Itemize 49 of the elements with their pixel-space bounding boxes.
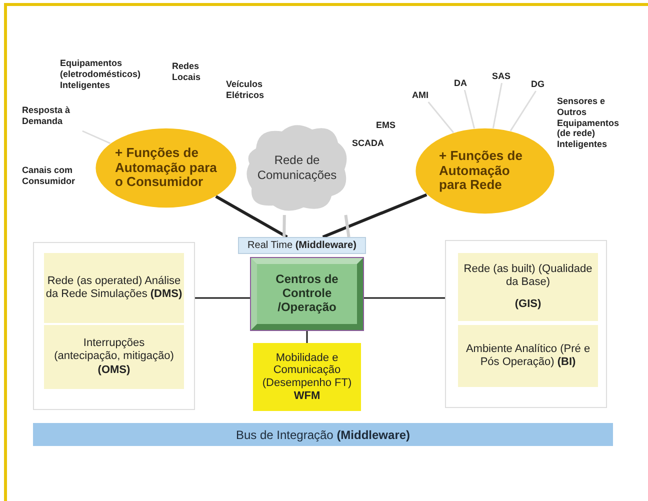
node-text: WFM (294, 390, 320, 402)
node-text: Centros de Controle /Operação (274, 273, 340, 315)
feature-label: DA (454, 77, 468, 90)
connector-line (510, 90, 536, 132)
connector-line (306, 330, 308, 343)
connector-line (322, 193, 428, 238)
system-panel (33, 242, 195, 410)
connector-line (428, 102, 454, 134)
node-text: + Funções de Automação para o Consumidor (114, 146, 218, 190)
node-text: Interrupções (antecipação, mitigação) (OMS) (53, 337, 175, 377)
integration-bus-bar (33, 423, 613, 446)
node-text: Rede de Comunicações (256, 153, 338, 182)
system-box (44, 325, 184, 389)
feature-label: Canais com Consumidor (22, 165, 76, 187)
feature-label: DG (531, 78, 546, 91)
connector-line (82, 130, 110, 144)
node-text: Rede (as operated) Análise da Rede Simulações (DMS) (44, 274, 184, 302)
feature-label: SCADA (352, 138, 386, 149)
consumer-automation-ellipse (95, 128, 237, 208)
middleware-bar (238, 237, 366, 254)
system-panel (445, 240, 607, 408)
node-text: Rede (as built) (Qualidade da Base) (462, 263, 594, 290)
feature-label: Veículos Elétricos (226, 79, 266, 101)
connector-line (464, 90, 476, 129)
feature-label: Sensores e Outros Equipamentos (de rede) Inteligentes (557, 96, 620, 150)
system-box (458, 253, 598, 321)
node-text: (GIS) (514, 298, 542, 311)
feature-label: Equipamentos (eletrodomésticos) Inteligentes (60, 58, 142, 90)
system-box (44, 253, 184, 323)
node-text: Bus de Integração (Middleware) (236, 426, 410, 444)
connector-line (282, 214, 286, 238)
system-box (458, 325, 598, 387)
node-text: Ambiente Analítico (Pré e Pós Operação) (BI) (464, 342, 592, 370)
feature-label: EMS (376, 120, 397, 131)
control-center-box (251, 258, 363, 330)
connector-line (215, 195, 288, 238)
node-text: + Funções de Automação para Rede (438, 148, 524, 194)
feature-label: AMI (412, 89, 430, 102)
connector-line (363, 297, 445, 299)
connector-line (344, 214, 350, 238)
feature-label: Redes Locais (172, 61, 202, 83)
node-text: Real Time (Middleware) (248, 239, 356, 253)
mobility-box (253, 343, 361, 411)
connector-line (195, 297, 251, 299)
node-text: Mobilidade e Comunicação (Desempenho FT) (261, 352, 353, 390)
feature-label: SAS (492, 70, 512, 83)
feature-label: Resposta à Demanda (22, 105, 72, 127)
grid-automation-ellipse (415, 128, 555, 214)
connector-line (492, 82, 502, 128)
